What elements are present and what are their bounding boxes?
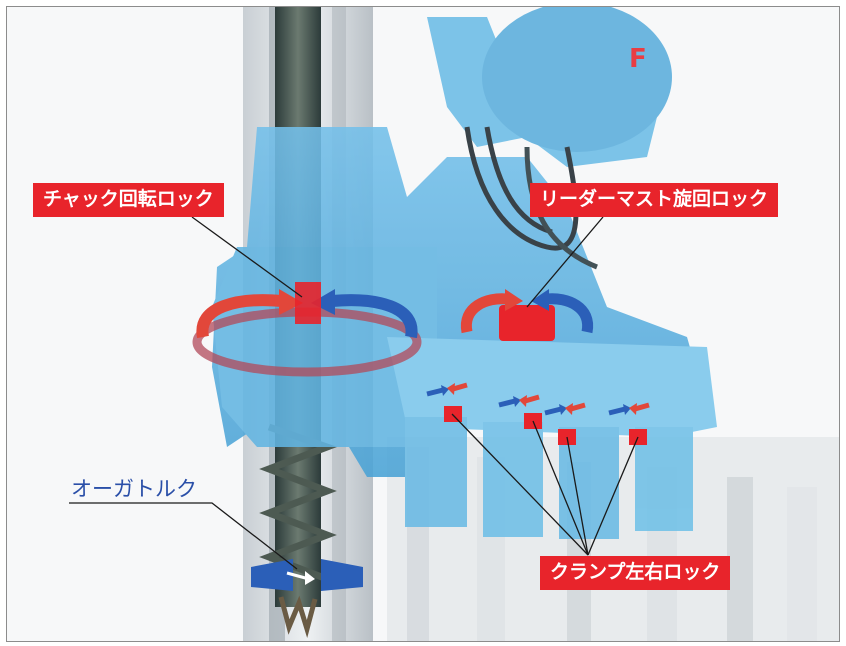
auger-torque-arrows-icon [251,559,363,591]
diagram-frame: F [6,6,840,642]
machine-illustration: F [69,7,839,641]
clamp-lr-lock-label: クランプ左右ロック [540,556,731,590]
clamp-arrows-icon [426,382,650,416]
svg-text:F: F [629,44,647,74]
mast-swing-arrows-icon [460,289,594,341]
chuck-rotation-arrows-icon [192,282,422,377]
chuck-rotation-lock-label: チャック回転ロック [33,183,224,217]
clamp-lock-blocks [426,382,650,445]
leader-lines [69,216,639,570]
auger-torque-label: オーガトルク [71,477,197,501]
leader-mast-swing-lock-label: リーダーマスト旋回ロック [530,183,779,217]
